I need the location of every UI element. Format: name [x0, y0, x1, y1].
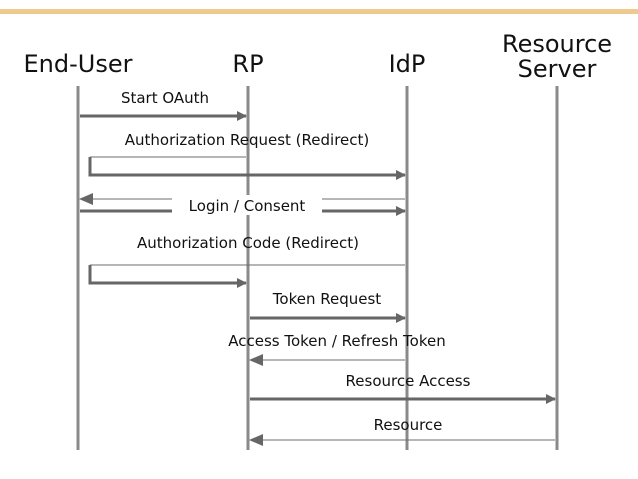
arrow-authorization-code-thick — [88, 265, 247, 288]
label-start-oauth: Start OAuth — [121, 89, 209, 107]
arrow-authorization-request-thick — [88, 157, 406, 180]
label-login-consent: Login / Consent — [189, 197, 306, 215]
label-resource-access: Resource Access — [346, 372, 471, 390]
label-authorization-request: Authorization Request (Redirect) — [125, 131, 370, 149]
actor-idp: IdP — [389, 50, 426, 78]
label-access-refresh-token: Access Token / Refresh Token — [228, 332, 445, 350]
top-rule — [0, 9, 638, 14]
label-token-request: Token Request — [272, 290, 381, 308]
actor-rp: RP — [232, 50, 263, 78]
actor-end-user: End-User — [24, 50, 133, 78]
label-authorization-code: Authorization Code (Redirect) — [137, 234, 359, 252]
label-resource: Resource — [374, 416, 443, 434]
actor-resource-server-line1: Resource — [502, 30, 612, 58]
actor-resource-server-line2: Server — [518, 55, 597, 83]
label-bg-login-consent — [172, 195, 322, 215]
